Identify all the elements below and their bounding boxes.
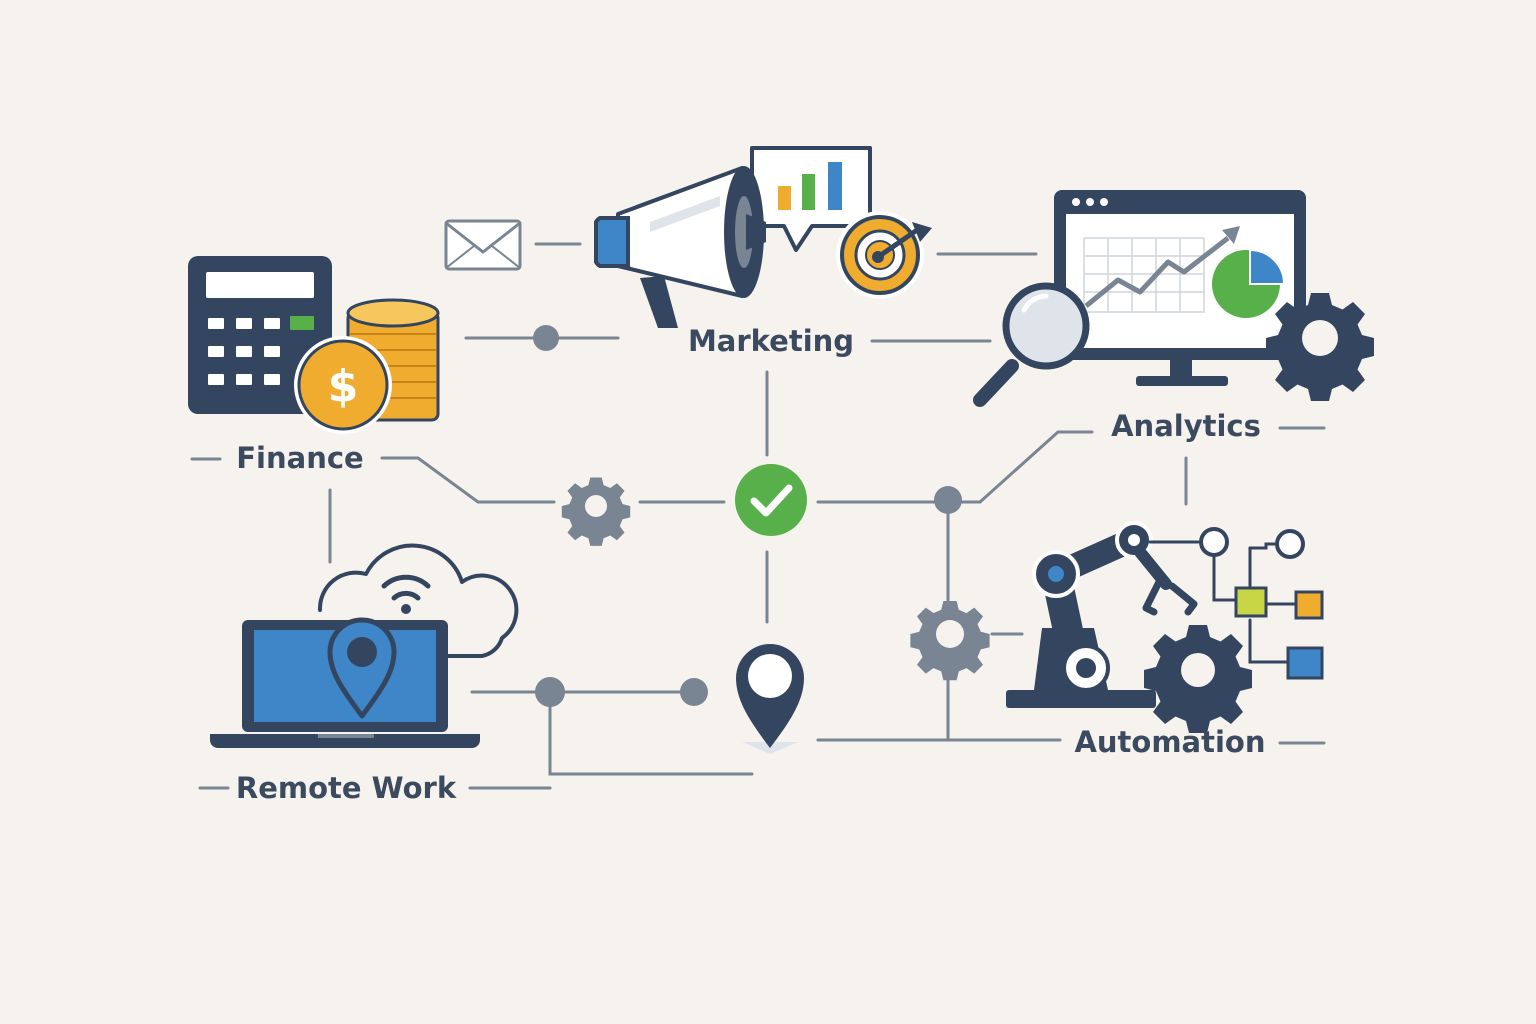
hub-group	[561, 464, 807, 754]
automation-group: Automation	[910, 521, 1324, 759]
finance-group: $ Finance	[188, 256, 440, 475]
remote-work-group: Remote Work	[210, 543, 519, 805]
line-chart-icon	[1083, 226, 1240, 313]
analytics-label: Analytics	[1111, 409, 1261, 443]
location-pin-icon	[327, 617, 397, 719]
dollar-coin-icon: $	[294, 336, 392, 434]
location-pin-icon	[736, 644, 804, 754]
wifi-icon	[381, 574, 431, 614]
flowchart-icon	[1148, 527, 1324, 680]
connector-node	[934, 486, 962, 514]
gear-icon	[1266, 293, 1374, 401]
gear-icon	[910, 601, 990, 681]
connector-node	[535, 677, 565, 707]
check-circle-icon	[735, 464, 807, 536]
gear-icon	[1144, 625, 1252, 733]
automation-label: Automation	[1074, 725, 1265, 759]
marketing-label: Marketing	[688, 324, 854, 358]
megaphone-icon	[594, 166, 766, 328]
connector-node	[680, 678, 708, 706]
remote-work-label: Remote Work	[236, 771, 457, 805]
svg-text:$: $	[328, 361, 359, 412]
robot-arm-icon	[1006, 521, 1198, 708]
connector-lines	[190, 242, 1326, 790]
connector-node	[533, 325, 559, 351]
pie-chart-icon	[1212, 248, 1286, 318]
finance-label: Finance	[236, 441, 363, 475]
marketing-group: Marketing	[444, 146, 932, 358]
envelope-icon	[444, 219, 522, 271]
magnifier-icon	[973, 282, 1090, 407]
gear-icon	[561, 477, 631, 546]
target-icon	[836, 211, 932, 299]
connector-nodes	[533, 325, 962, 707]
analytics-group: Analytics	[973, 190, 1374, 443]
